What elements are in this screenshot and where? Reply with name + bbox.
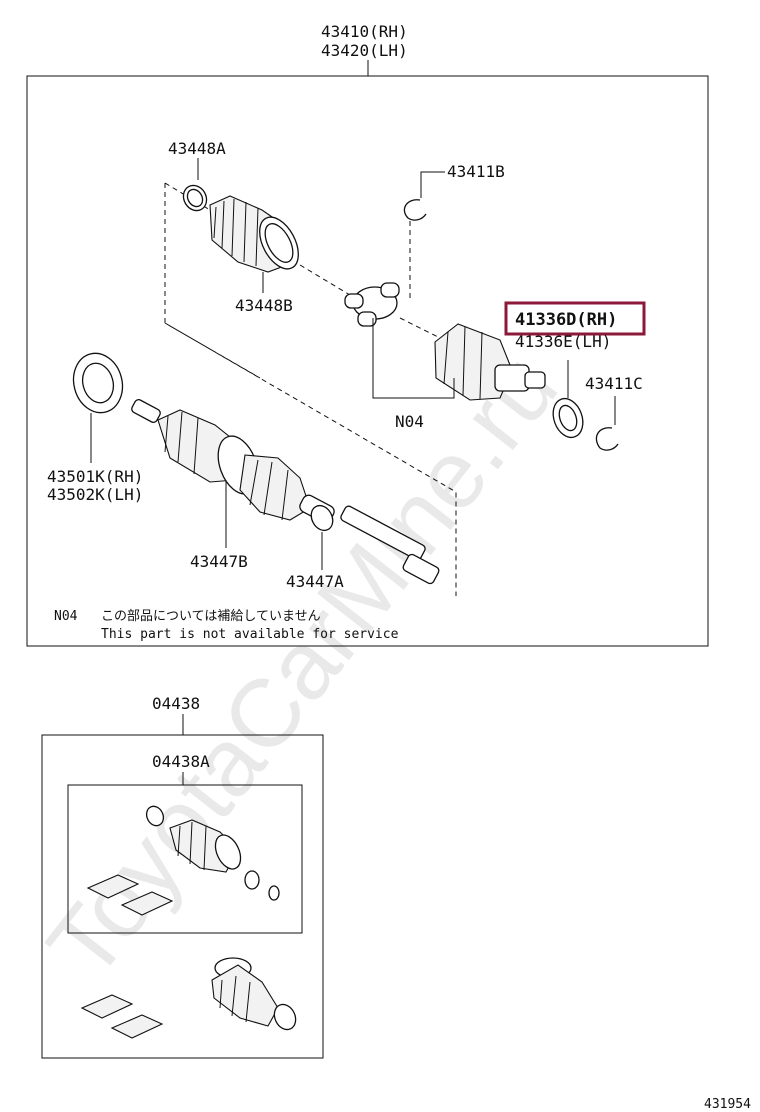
snap-ring-b-part[interactable]: [403, 199, 427, 221]
dust-seal-part[interactable]: [67, 348, 129, 418]
label-41336d-rh[interactable]: 41336D(RH): [515, 310, 617, 330]
label-43501k-rh[interactable]: 43501K(RH): [47, 467, 143, 486]
label-43447b[interactable]: 43447B: [190, 552, 248, 571]
kit-frame: [41, 734, 324, 1059]
label-43410-rh[interactable]: 43410(RH): [321, 22, 408, 41]
label-43411c[interactable]: 43411C: [585, 374, 643, 393]
label-04438[interactable]: 04438: [152, 694, 200, 713]
label-43411b[interactable]: 43411B: [447, 162, 505, 181]
label-43447a[interactable]: 43447A: [286, 572, 344, 591]
highlight-box: [504, 301, 646, 336]
footnote-japanese: この部品については補給していません: [101, 608, 321, 623]
label-04438a[interactable]: 04438A: [152, 752, 210, 771]
label-43448a[interactable]: 43448A: [168, 139, 226, 158]
kit-grease-packets-b[interactable]: [80, 994, 164, 1039]
kit-outer-boot-part[interactable]: [144, 804, 280, 901]
leader-n04: [372, 318, 455, 399]
leader-43411b: [420, 171, 445, 198]
kit-inner-boot-part[interactable]: [211, 957, 300, 1033]
kit-sub-frame: [67, 784, 303, 934]
watermark-text: ToyotaCarMine.ru: [27, 335, 578, 998]
label-43420-lh[interactable]: 43420(LH): [321, 41, 408, 60]
figure-number: 431954: [704, 1097, 751, 1112]
snap-ring-c-part[interactable]: [595, 427, 619, 451]
label-43502k-lh[interactable]: 43502K(LH): [47, 485, 143, 504]
label-43448b[interactable]: 43448B: [235, 296, 293, 315]
outer-boot-part[interactable]: [209, 195, 306, 275]
kit-grease-packets-a[interactable]: [86, 874, 174, 916]
footnote-code: N04: [54, 609, 78, 624]
footnote-english: This part is not available for service: [101, 627, 399, 642]
tripod-part[interactable]: [344, 282, 400, 327]
label-n04[interactable]: N04: [395, 412, 424, 431]
inner-boot-clamp-part[interactable]: [307, 502, 337, 534]
outer-boot-clamp-part[interactable]: [179, 181, 211, 215]
label-41336e-lh[interactable]: 41336E(LH): [515, 332, 611, 351]
joint-washer-part[interactable]: [548, 394, 588, 441]
